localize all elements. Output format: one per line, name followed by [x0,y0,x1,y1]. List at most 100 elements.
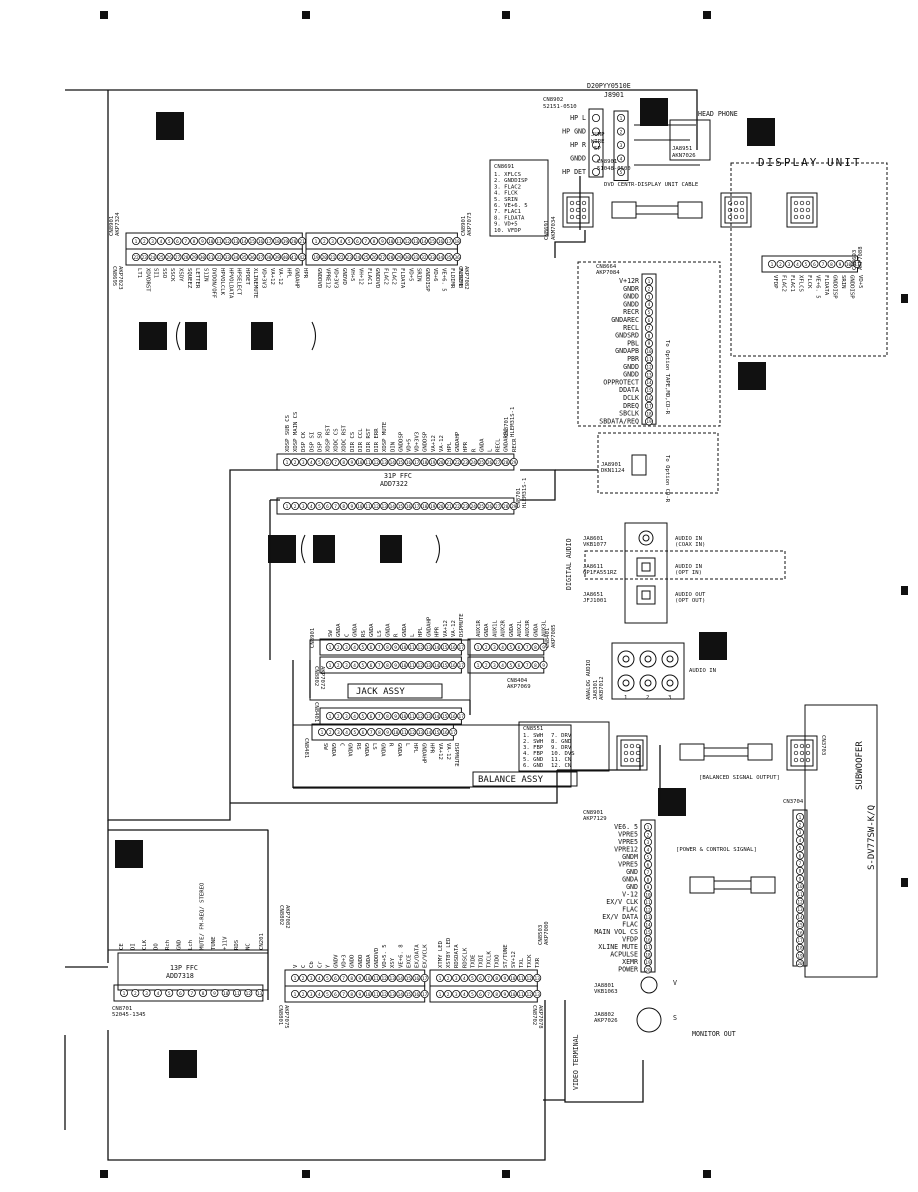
jack-assy-mid-pin [375,661,384,670]
video-top-pin-number: 1 [439,976,442,982]
ffc31-bottom-row-pin-number: 26 [487,504,493,510]
bottom-main-top-pin-number: 14 [398,976,404,982]
bottom-main-top-pin-number: 17 [422,976,428,982]
balance-assy-row-pin-label: C [338,743,344,746]
jack-assy-aux-bottom-pin-number: 6 [518,663,521,669]
option-cdr-box [597,432,719,494]
display-unit-cn-pin-number: 11 [854,262,860,268]
tuner-bottom-row-pin-number: 12 [246,991,252,997]
tuner-ffc-part: ADD7318 [166,972,194,980]
jack-assy-lower-pin-number: 16 [450,714,456,720]
ffc31-bottom-row-pin-number: 22 [454,504,460,510]
ffc31-top-row-pin-label: R [471,448,477,452]
video-top-pin-number: 2 [447,976,450,982]
balance-assy-row-pin-number: 10 [393,730,399,736]
main-left-row-bottom-pin [198,252,207,261]
main-left-row-pin [206,236,215,245]
video-top-pin-label: TXDO [495,954,501,968]
option-tape-connector-pin-number: 9 [648,341,651,347]
main-right-row-bottom-pin [345,252,354,261]
option-tape-connector-pin-label: DDATA [619,386,639,394]
opt-jack [636,585,656,605]
jack-assy-top-pin [358,643,367,652]
bottom-main-top-pin-label: Y [325,964,331,968]
subwoofer-connector-pin [796,836,805,845]
jack-assy-top-pin-label: GNDA [402,623,408,637]
option-tape-connector-pin-label: RECR [623,308,639,316]
subwoofer-connector-pin-number: 2 [799,823,802,829]
tuner-bottom-row-pin [120,989,129,998]
main-left-row-pin-number: 14 [241,239,247,245]
option-tape-connector-pin-label: GNDAPB [615,347,639,355]
option-tape-connector-pin-number: 17 [646,404,652,410]
display-unit-cn-pin-label: VFDP [772,275,778,289]
ffc31-top-row-pin-label: VD+5 [407,439,413,452]
balance-conn-right-pin [805,750,811,756]
ffc31-top-row-pin [299,457,308,466]
tuner-bottom-row-pin-number: 9 [213,991,216,997]
subwoofer-connector-pin-number: 4 [799,838,802,844]
balance-assy-row-pin-label: GNDA [347,743,353,757]
jack-assy-lower-pin [366,712,375,721]
main-right-row-bottom-pin [328,252,337,261]
balance-assy-row-pin [424,728,433,737]
ffc31-top-row-pin-label: XDSP MAIN CS [293,412,299,452]
video-top-pin-label: TXL [519,957,525,968]
bottom-main-top-pin [299,974,308,983]
ffc31-top-row-pin-label: XDSP MUTE [382,421,388,452]
jack-assy-lower-pin-number: 9 [394,714,397,720]
main-left-row-bottom-pin [256,252,265,261]
main-left-row-bottom-pin [148,252,157,261]
jack-assy-top-pin [416,643,425,652]
main-bottom-left-cn: CN8695 [111,266,117,286]
option-tape-connector-pin-number: 16 [646,396,652,402]
main-right-row-bottom-pin-number: 35 [446,255,452,261]
ffc31-top-row-pin [477,457,486,466]
option-tape-connector-pin-number: 15 [646,388,652,394]
subwoofer-connector-pin-number: 10 [797,884,803,890]
display-unit-title: DISPLAY UNIT [758,156,861,169]
main-right-row-bottom-pin-number: 23 [347,255,353,261]
power-connector-pin-number: 14 [645,922,651,928]
cn8551-item: 9. DRV [551,745,572,751]
subwoofer-connector-pin [796,890,805,899]
jack-assy-cn-side2: CN8401 [313,702,319,722]
video-cn-top-part: AKP7080 [544,921,550,945]
ffc31-top-row-pin-label: DSP SO [317,431,323,452]
tuner-pin-label: CE [119,943,125,950]
jack-assy-mid-pin-number: 10 [401,663,407,669]
bottom-main-bottom-pin [331,990,340,999]
jack-assy-top-pin-label: VA-12 [451,620,457,637]
main-left-row-bottom-pin-number: 22 [133,255,139,261]
video-bottom-pin-number: 13 [535,992,541,998]
jack-assy-top-pin-number: 8 [386,645,389,651]
main-right-row-bottom-pin [394,252,403,261]
subwoofer-connector-pin-number: 14 [797,915,803,921]
power-connector-pin-number: 10 [645,892,651,898]
video-bottom-pin-number: 2 [447,992,450,998]
power-connector-pin-number: 8 [647,877,650,883]
main-left-row-pin [273,236,282,245]
tuner-bottom-row-pin-number: 11 [234,991,240,997]
jack-assy-mid-pin-number: 15 [442,663,448,669]
cn8551-item: 11. CN [551,757,571,763]
bottom-main-bottom-pin-number: 8 [350,992,353,998]
video-jack1-part: VKB1063 [594,989,618,995]
main-left-row-bottom-pin [181,252,190,261]
ffc31-bottom-row-pin-number: 1 [286,504,289,510]
main-right-row-bottom-pin [378,252,387,261]
balance-assy-row-pin [440,728,449,737]
subwoofer-connector-pin [796,913,805,922]
option-tape-connector-pin [645,276,654,285]
video-top-pin-number: 3 [455,976,458,982]
jack-assy-aux-pin-number: 5 [509,645,512,651]
subwoofer-connector-pin-number: 3 [799,830,802,836]
jack-assy-lower-pin-number: 2 [337,714,340,720]
main-left-row-pin [156,236,165,245]
video-bottom-pin-number: 1 [439,992,442,998]
bottom-main-top-pin [339,974,348,983]
video-terminal-title: VIDEO TERMINAL [572,1034,580,1090]
bottom-main-top-pin-label: GNDA [366,954,372,968]
main-left-row-bottom-pin [206,252,215,261]
bottom-main-top-pin [404,974,413,983]
